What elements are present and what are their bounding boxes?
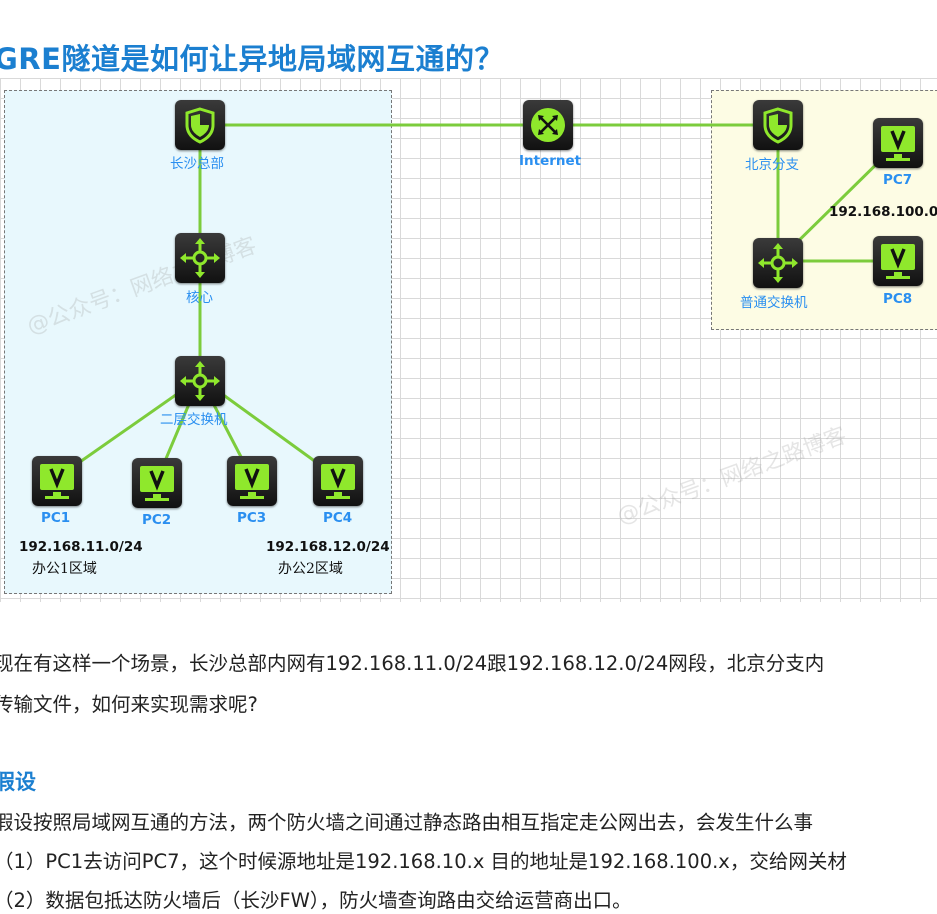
bj-switch-icon [753,238,803,288]
pc2-icon [132,458,182,508]
section-heading: 假设 [0,770,36,794]
pc3-icon [227,456,277,506]
office1-area: 办公1区域 [32,561,97,577]
pc7-icon [873,118,923,168]
internet-label: Internet [519,153,582,169]
bj-subnet: 192.168.100.0/2 [829,204,937,220]
l2-switch-label: 二层交换机 [160,412,228,428]
paragraph-scenario-line2: 传输文件，如何来实现需求呢? [0,693,258,716]
network-diagram: @公众号：网络之路博客 @公众号：网络之路博客 长沙总部 Internet 北京… [0,78,937,602]
core-switch-icon [175,233,225,283]
pc3-label: PC3 [237,510,267,526]
paragraph-scenario-line1: 现在有这样一个场景，长沙总部内网有192.168.11.0/24跟192.168… [0,652,825,675]
hq-firewall-label: 长沙总部 [170,156,224,172]
page-title: GRE隧道是如何让异地局域网互通的？ [0,42,504,76]
pc8-icon [873,236,923,286]
pc1-label: PC1 [41,510,71,526]
bj-switch-label: 普通交换机 [740,295,808,311]
bj-firewall-icon [753,100,803,150]
paragraph-step2: （2）数据包抵达防火墙后（长沙FW），防火墙查询路由交给运营商出口。 [0,889,632,912]
office2-area: 办公2区域 [278,561,343,577]
core-switch-label: 核心 [186,290,213,306]
hq-zone [4,90,392,594]
internet-router-icon [523,100,573,150]
pc4-icon [313,456,363,506]
bj-firewall-label: 北京分支 [745,157,799,173]
pc8-label: PC8 [883,291,913,307]
pc1-icon [32,456,82,506]
l2-switch-icon [175,356,225,406]
paragraph-step1: （1）PC1去访问PC7，这个时候源地址是192.168.10.x 目的地址是1… [0,850,847,873]
pc7-label: PC7 [883,172,913,188]
hq-firewall-icon [175,100,225,150]
office1-subnet: 192.168.11.0/24 [19,539,143,555]
pc4-label: PC4 [323,510,353,526]
office2-subnet: 192.168.12.0/24 [266,539,390,555]
pc2-label: PC2 [142,512,172,528]
paragraph-assumption: 假设按照局域网互通的方法，两个防火墙之间通过静态路由相互指定走公网出去，会发生什… [0,811,814,834]
